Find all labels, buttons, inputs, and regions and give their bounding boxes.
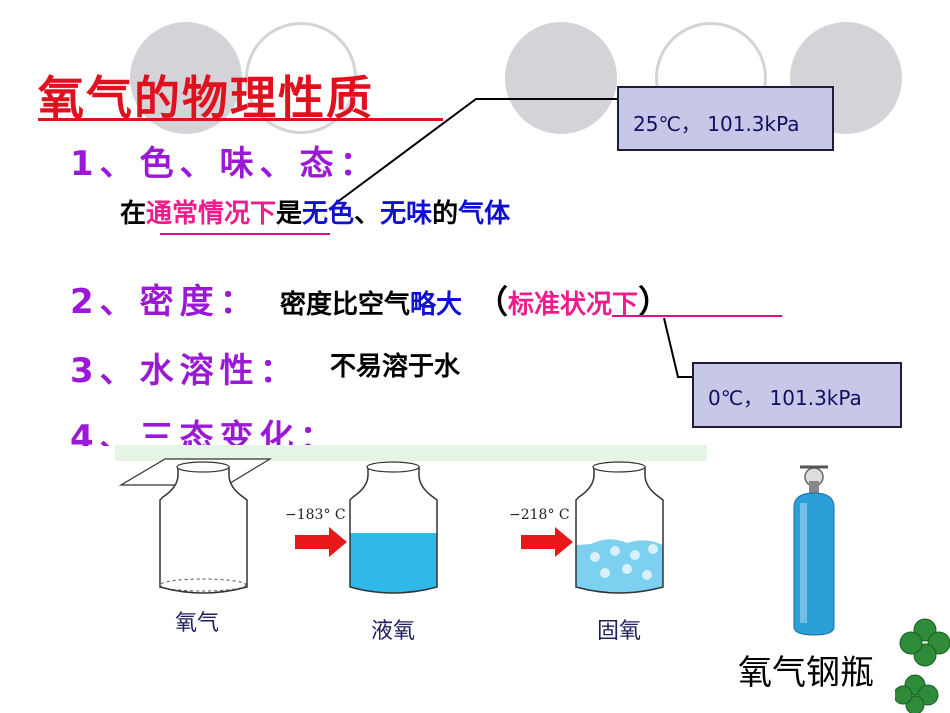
page-title: 氧气的物理性质 [38, 71, 374, 125]
heading-color-smell-state: 1、色、味、态： [70, 144, 380, 184]
text-emphasis-odorless: 无味 [380, 199, 433, 229]
snowflake-dot [610, 546, 620, 556]
snowflake-dot [590, 552, 600, 562]
jar-gas-base [159, 578, 247, 592]
decor-circle [505, 22, 617, 134]
text-solubility: 不易溶于水 [330, 352, 461, 382]
text-segment: 密度比空气 [280, 290, 411, 320]
snowflake-dot [622, 564, 632, 574]
text-segment: 是 [276, 199, 303, 229]
text-emphasis-normal-conditions: 通常情况下 [146, 199, 277, 229]
liquid-oxygen [350, 533, 437, 593]
snowflake-dot [648, 544, 658, 554]
text-emphasis-gas: 气 [458, 199, 485, 229]
oxygen-cylinder-icon [793, 465, 835, 636]
text-emphasis-body: 体 [484, 199, 511, 229]
callout-normal-text: 25℃， 101.3kPa [633, 112, 800, 136]
text-emphasis-colorless: 无色 [302, 199, 355, 229]
decor-circle [245, 22, 357, 134]
jar-solid [575, 466, 664, 594]
callout-standard-conditions: 0℃， 101.3kPa [692, 362, 902, 428]
paren-close: ） [638, 283, 671, 321]
arrow-cool-1 [295, 527, 347, 557]
jar-liquid-mouth [366, 461, 420, 473]
leader-line-normal [335, 98, 617, 204]
diagram-svg [115, 445, 707, 594]
jar-liquid [349, 466, 438, 594]
diagram-top-band [115, 445, 707, 461]
text-segment: 在 [120, 199, 147, 229]
underline-normal-conditions [160, 233, 330, 235]
heading-density: 2、密度： [70, 282, 260, 322]
decor-circle [130, 22, 242, 134]
snowflake-dot [642, 570, 652, 580]
temp-label-218: −218° C [509, 507, 570, 523]
text-segment: 的 [432, 199, 459, 229]
arrow-cool-2 [521, 527, 573, 557]
text-emphasis-slightly-larger: 略大 [410, 290, 463, 320]
jar-solid-mouth [592, 461, 646, 473]
callout-normal-conditions: 25℃， 101.3kPa [617, 86, 834, 151]
caption-liquid-oxygen: 液氧 [371, 619, 416, 644]
snowflake-dot [600, 568, 610, 578]
leader-line-standard [663, 317, 692, 378]
callout-standard-text: 0℃， 101.3kPa [708, 386, 862, 410]
three-state-diagram: −183° C −218° C 氧气 液氧 固氧 [115, 445, 707, 645]
text-segment: 、 [354, 199, 381, 229]
snowflake-dot [630, 550, 640, 560]
solid-oxygen [576, 539, 663, 593]
caption-oxygen-gas: 氧气 [175, 611, 220, 636]
line-color-smell-state: 在通常情况下是无色、无味的气体 [120, 193, 510, 230]
caption-solid-oxygen: 固氧 [597, 619, 642, 644]
cylinder-label: 氧气钢瓶 [738, 653, 874, 693]
underline-standard-conditions [612, 315, 782, 317]
clover-icon [895, 618, 950, 713]
paren-open: （ [476, 283, 509, 321]
heading-state-change: 4、三态变化： [70, 418, 340, 446]
heading-solubility: 3、水溶性： [70, 351, 300, 391]
jar-gas [159, 466, 248, 594]
temp-label-183: −183° C [285, 507, 346, 523]
title-underline [38, 118, 443, 121]
line-density: 密度比空气略大（标准状况下） [280, 277, 670, 323]
jar-gas-mouth [176, 461, 230, 473]
